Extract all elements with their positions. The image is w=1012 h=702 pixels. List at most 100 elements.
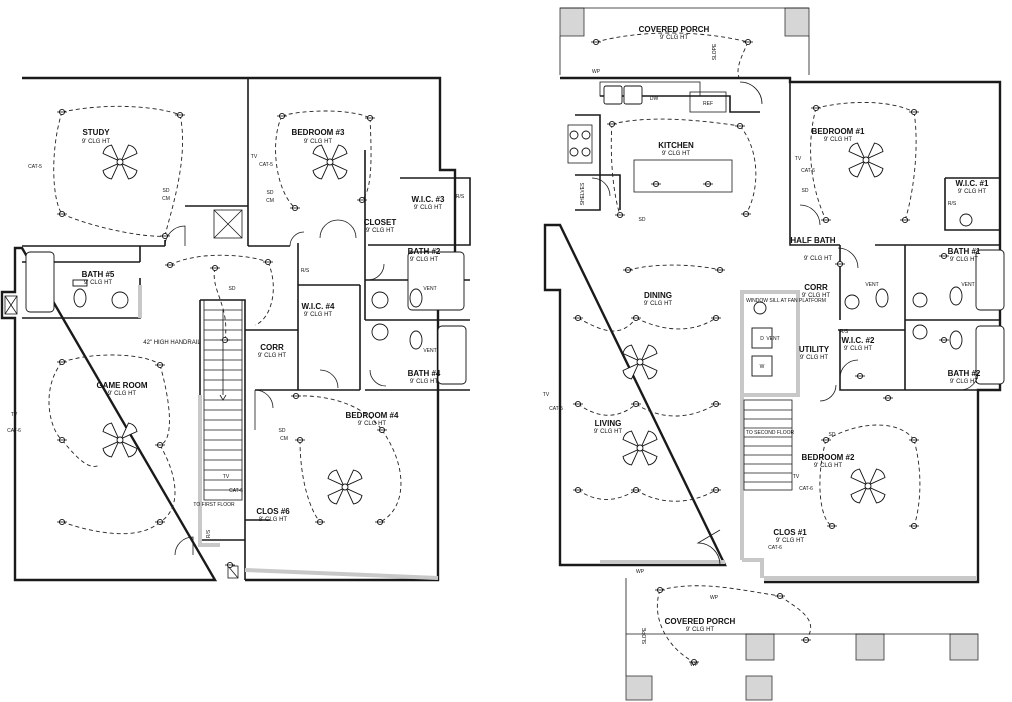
recessed-light-icon	[631, 314, 641, 322]
svg-text:9' CLG HT: 9' CLG HT	[950, 379, 978, 385]
recessed-light-icon	[689, 658, 699, 666]
svg-text:CAT-6: CAT-6	[768, 545, 782, 551]
recessed-light-icon	[165, 261, 175, 269]
porch-post	[784, 7, 810, 37]
bath5-tub	[25, 251, 55, 313]
recessed-light-icon	[357, 196, 367, 204]
recessed-light-icon	[573, 486, 583, 494]
recessed-light-icon	[591, 38, 601, 46]
svg-text:9' CLG HT: 9' CLG HT	[950, 257, 978, 263]
upper-floor-plan	[0, 76, 471, 582]
recessed-light-icon	[651, 180, 661, 188]
ceiling-fan-icon	[622, 344, 658, 380]
bath4-tub	[437, 325, 467, 385]
svg-text:VENT: VENT	[961, 282, 974, 288]
svg-text:CAT-5: CAT-5	[259, 162, 273, 168]
recessed-light-icon	[703, 180, 713, 188]
svg-text:VENT: VENT	[766, 336, 779, 342]
label-bath2-upper: BATH #2	[408, 247, 441, 256]
recessed-light-icon	[801, 636, 811, 644]
svg-text:9' CLG HT: 9' CLG HT	[410, 379, 438, 385]
recessed-light-icon	[883, 394, 893, 402]
recessed-light-icon	[160, 232, 170, 240]
svg-text:9' CLG HT: 9' CLG HT	[776, 538, 804, 544]
kitchen-counter	[599, 81, 701, 97]
recessed-light-icon	[57, 436, 67, 444]
label-bath4: BATH #4	[408, 369, 441, 378]
recessed-light-icon	[57, 358, 67, 366]
recessed-light-icon	[821, 216, 831, 224]
svg-text:TV: TV	[543, 392, 550, 398]
tag-dryer: D	[760, 336, 764, 342]
room-labels: STUDY 9' CLG HT BEDROOM #3 9' CLG HT CLO…	[82, 25, 989, 644]
svg-text:8' CLG HT: 8' CLG HT	[259, 517, 287, 523]
tag-sd: SD	[163, 188, 170, 194]
ceiling-fan-icon	[622, 430, 658, 466]
recessed-light-icon	[909, 436, 919, 444]
recessed-light-icon	[615, 211, 625, 219]
label-bedroom2: BEDROOM #2	[802, 453, 855, 462]
recessed-light-icon	[220, 336, 230, 344]
label-bedroom3: BEDROOM #3	[292, 128, 345, 137]
svg-text:9' CLG HT: 9' CLG HT	[258, 353, 286, 359]
svg-text:SD: SD	[829, 432, 836, 438]
device-tags: SD CM SD CM SD CM SD SD SD SD R/S R/S R/…	[7, 69, 975, 668]
label-game-room: GAME ROOM	[96, 381, 147, 390]
svg-text:9' CLG HT: 9' CLG HT	[824, 137, 852, 143]
label-living: LIVING	[595, 419, 622, 428]
recessed-light-icon	[711, 486, 721, 494]
label-handrail: 42" HIGH HANDRAIL	[143, 340, 201, 346]
svg-text:CM: CM	[280, 436, 288, 442]
label-slope-bottom: SLOPE	[642, 627, 648, 644]
attic-hatch	[213, 209, 243, 239]
label-to-first-floor: TO FIRST FLOOR	[193, 502, 235, 508]
label-corr-upper: CORR	[260, 343, 284, 352]
recessed-light-icon	[775, 592, 785, 600]
recessed-light-icon	[263, 258, 273, 266]
tag-washer: W	[760, 364, 765, 370]
exterior-box-left	[4, 295, 18, 315]
tag-vent: VENT	[423, 286, 436, 292]
ceiling-fan-icon	[327, 469, 363, 505]
label-bath1: BATH #1	[948, 247, 981, 256]
svg-text:9' CLG HT: 9' CLG HT	[814, 463, 842, 469]
label-wic3: W.I.C. #3	[412, 195, 445, 204]
svg-text:CAT-6: CAT-6	[7, 428, 21, 434]
svg-text:TV: TV	[793, 474, 800, 480]
recessed-light-icon	[715, 266, 725, 274]
recessed-light-icon	[855, 372, 865, 380]
wiring-runs	[48, 32, 921, 663]
recessed-light-icon	[155, 441, 165, 449]
svg-text:9' CLG HT: 9' CLG HT	[802, 293, 830, 299]
svg-text:9' CLG HT: 9' CLG HT	[686, 627, 714, 633]
dryer	[751, 327, 773, 349]
svg-text:VENT: VENT	[423, 348, 436, 354]
tag-dw: DW	[650, 96, 659, 102]
recessed-light-icon	[57, 518, 67, 526]
label-wic2: W.I.C. #2	[842, 336, 875, 345]
svg-text:9' CLG HT: 9' CLG HT	[804, 256, 832, 262]
recessed-light-icon	[735, 122, 745, 130]
svg-text:CAT-6: CAT-6	[229, 488, 243, 494]
washer	[751, 355, 773, 377]
svg-text:9' CLG HT: 9' CLG HT	[660, 35, 688, 41]
label-bath2-main: BATH #2	[948, 369, 981, 378]
recessed-light-icon	[811, 104, 821, 112]
svg-text:9' CLG HT: 9' CLG HT	[82, 139, 110, 145]
label-window-platform: WINDOW SILL AT FAN PLATFORM	[746, 298, 826, 304]
main-floor-plan	[543, 7, 1005, 701]
recessed-light-icon	[909, 108, 919, 116]
label-bedroom1: BEDROOM #1	[812, 127, 865, 136]
svg-text:CM: CM	[266, 198, 274, 204]
tag-cm: CM	[162, 196, 170, 202]
svg-text:R/S: R/S	[840, 329, 849, 335]
recessed-light-icon	[743, 38, 753, 46]
upper-interior-walls	[22, 78, 471, 580]
label-half-bath: HALF BATH	[790, 236, 835, 245]
svg-text:CAT-6: CAT-6	[799, 486, 813, 492]
label-clos6: CLOS #6	[256, 507, 290, 516]
upper-half-wall	[138, 285, 439, 580]
svg-text:WP: WP	[636, 569, 645, 575]
svg-text:SD: SD	[802, 188, 809, 194]
